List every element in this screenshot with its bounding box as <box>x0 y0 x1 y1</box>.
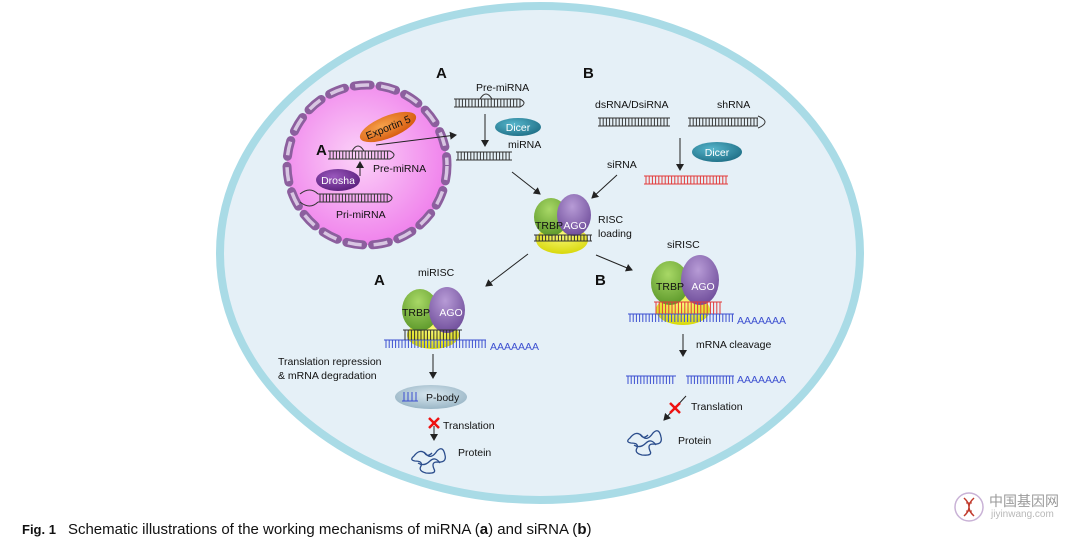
arrow-sirna-to-risc <box>591 174 618 199</box>
pre-mirna-cytoplasm <box>454 93 525 108</box>
mirna-label: miRNA <box>508 139 541 151</box>
caption-b: b <box>577 521 587 538</box>
p-body: P-body <box>395 385 467 409</box>
label-b-bottom: B <box>595 272 606 289</box>
base-pairs <box>645 176 727 184</box>
drosha-protein: Drosha <box>316 169 360 191</box>
poly-a-b1: AAAAAAA <box>737 315 786 327</box>
base-pairs <box>404 330 460 340</box>
block-x-a <box>428 417 440 429</box>
trbp-label-mirisc: TRBP <box>402 307 430 319</box>
risc-label-1: RISC <box>598 214 624 226</box>
p-body-label: P-body <box>426 392 460 404</box>
sirisc-label: siRISC <box>667 239 700 251</box>
cell-membrane <box>216 2 864 504</box>
watermark: 中国基因网 jiyinwang.com <box>953 489 1073 525</box>
ago-label-mirisc: AGO <box>439 307 462 319</box>
arrow-export <box>375 131 457 146</box>
arrow-risc-to-sirisc <box>595 254 633 272</box>
base-pairs <box>385 340 486 348</box>
dicer-b-label: Dicer <box>705 147 730 159</box>
fig-label: Fig. 1 <box>22 522 56 537</box>
mirisc-label: miRISC <box>418 267 455 279</box>
drosha-label: Drosha <box>321 175 355 187</box>
base-pairs <box>689 118 758 126</box>
trbp-label-sirisc: TRBP <box>656 281 684 293</box>
base-pairs <box>687 376 734 384</box>
pre-mirna-nucleus-label: Pre-miRNA <box>373 163 426 175</box>
base-pairs <box>457 152 510 160</box>
base-pairs <box>627 376 674 384</box>
mrna-cleavage-label: mRNA cleavage <box>696 339 771 351</box>
caption-text-3: ) <box>586 521 592 538</box>
protein-a-label: Protein <box>458 447 491 459</box>
trbp-label-risc: TRBP <box>535 220 563 232</box>
label-a-bottom: A <box>374 272 385 289</box>
arrow-mirna-to-risc <box>511 171 541 195</box>
dicer-a-label: Dicer <box>506 122 531 134</box>
pri-mirna-label: Pri-miRNA <box>336 209 386 221</box>
base-pairs <box>599 118 668 126</box>
watermark-logo-icon <box>954 492 984 522</box>
poly-a-a: AAAAAAA <box>490 341 539 353</box>
shrna-label: shRNA <box>717 99 750 111</box>
risc-loading-complex: TRBP AGO <box>534 194 592 254</box>
base-pairs <box>455 99 521 107</box>
sirna-duplex <box>644 175 728 185</box>
dsrna-label: dsRNA/DsiRNA <box>595 99 669 111</box>
translation-repression-2: & mRNA degradation <box>278 370 377 382</box>
block-x-b <box>669 402 681 414</box>
label-b-top: B <box>583 65 594 82</box>
figure-caption: Fig. 1 Schematic illustrations of the wor… <box>22 521 591 538</box>
translation-a-label: Translation <box>443 420 495 432</box>
poly-a-b2: AAAAAAA <box>737 374 786 386</box>
ago-label-risc: AGO <box>563 220 586 232</box>
ago-label-sirisc: AGO <box>691 281 714 293</box>
caption-text-2: ) and siRNA ( <box>488 521 578 538</box>
protein-b-label: Protein <box>678 435 711 447</box>
risc-label-2: loading <box>598 228 632 240</box>
pre-mirna-top-label: Pre-miRNA <box>476 82 529 94</box>
caption-text-1: Schematic illustrations of the working m… <box>67 521 480 538</box>
caption-a: a <box>479 521 489 538</box>
dicer-a-protein: Dicer <box>495 118 541 136</box>
protein-a-icon <box>411 448 446 474</box>
watermark-cn: 中国基因网 <box>989 494 1059 510</box>
mirisc-complex: TRBP AGO <box>384 287 486 349</box>
label-a-top: A <box>436 65 447 82</box>
translation-repression-1: Translation repression <box>278 356 382 368</box>
dicer-b-protein: Dicer <box>692 142 742 162</box>
base-pairs <box>655 302 721 314</box>
label-a-nucleus: A <box>316 142 327 159</box>
base-pairs <box>319 194 388 202</box>
base-pairs <box>535 235 591 241</box>
base-pairs <box>329 151 389 159</box>
base-pairs <box>629 314 733 322</box>
watermark-en: jiyinwang.com <box>991 509 1054 520</box>
protein-b-icon <box>627 430 662 456</box>
arrow-risc-to-mirisc <box>485 253 529 287</box>
sirna-label: siRNA <box>607 159 637 171</box>
translation-b-label: Translation <box>691 401 743 413</box>
